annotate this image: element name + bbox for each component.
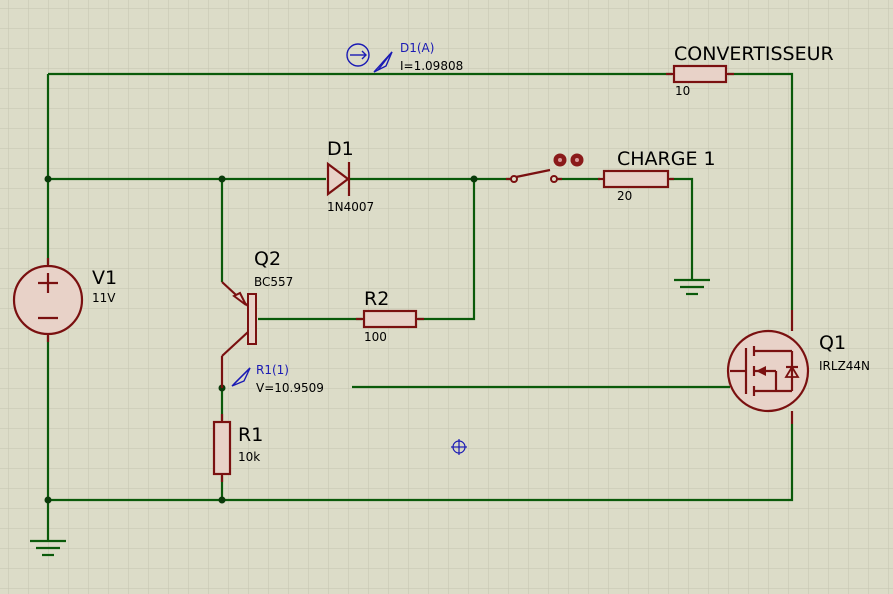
q1-name: Q1 xyxy=(819,332,846,354)
current-probe-name: D1(A) xyxy=(400,41,434,55)
q1-value: IRLZ44N xyxy=(819,359,870,373)
wire-r2-to-rail[interactable] xyxy=(418,179,476,321)
mosfet-arrow-icon xyxy=(756,366,766,376)
convertisseur-resistor[interactable] xyxy=(666,64,734,84)
resistor-icon xyxy=(362,309,418,329)
r2-name: R2 xyxy=(364,288,389,310)
wire-charge-to-ground[interactable] xyxy=(670,177,694,278)
junction-dot xyxy=(44,496,52,504)
charge1-value: 20 xyxy=(617,189,632,203)
current-probe-reading: I=1.09808 xyxy=(400,59,463,73)
v1-voltage-source[interactable] xyxy=(12,258,84,342)
q2-value: BC557 xyxy=(254,275,293,289)
ground-symbol-charge xyxy=(674,278,710,296)
convertisseur-name: CONVERTISSEUR xyxy=(674,43,834,65)
diode-icon xyxy=(326,161,350,197)
q2-transistor[interactable] xyxy=(220,281,257,388)
v1-symbol xyxy=(12,264,84,336)
r1-name: R1 xyxy=(238,424,263,446)
wire-bottom-rail[interactable] xyxy=(48,424,794,502)
d1-value: 1N4007 xyxy=(327,200,374,214)
q1-mosfet[interactable] xyxy=(726,310,810,424)
d1-diode[interactable] xyxy=(326,161,351,197)
r2-value: 100 xyxy=(364,330,387,344)
voltage-probe[interactable] xyxy=(231,367,251,387)
switch-lever xyxy=(515,168,551,179)
wire-convertisseur-to-q1[interactable] xyxy=(728,72,794,310)
r1-value: 10k xyxy=(238,450,260,464)
q2-collector-lead xyxy=(221,331,249,357)
convertisseur-value: 10 xyxy=(675,84,690,98)
junction-dot xyxy=(218,496,226,504)
ground-symbol-main xyxy=(30,530,66,557)
current-probe[interactable] xyxy=(346,43,393,73)
switch-indicator-icon xyxy=(558,158,562,162)
junction-dot xyxy=(44,175,52,183)
q2-name: Q2 xyxy=(254,248,281,270)
voltage-probe-name: R1(1) xyxy=(256,363,289,377)
probe-arrow-icon xyxy=(373,51,393,73)
voltage-probe-reading: V=10.9509 xyxy=(256,381,324,395)
v1-value: 11V xyxy=(92,291,116,305)
resistor-icon xyxy=(602,169,670,189)
charge1-resistor[interactable] xyxy=(598,169,674,189)
current-probe-icon xyxy=(346,43,370,67)
crosshair-cursor-icon xyxy=(451,439,467,455)
resistor-icon xyxy=(212,420,232,476)
emitter-arrow-icon xyxy=(232,291,247,306)
junction-dot xyxy=(218,175,226,183)
body-diode-icon xyxy=(784,365,800,378)
junction-dot xyxy=(470,175,478,183)
charge1-name: CHARGE 1 xyxy=(617,148,716,170)
r2-resistor[interactable] xyxy=(356,309,424,329)
switch-indicator-icon xyxy=(575,158,579,162)
r1-resistor[interactable] xyxy=(212,414,232,482)
resistor-icon xyxy=(672,64,728,84)
v1-name: V1 xyxy=(92,267,117,289)
wires xyxy=(46,72,794,530)
switch[interactable] xyxy=(506,153,584,183)
d1-name: D1 xyxy=(327,138,354,160)
